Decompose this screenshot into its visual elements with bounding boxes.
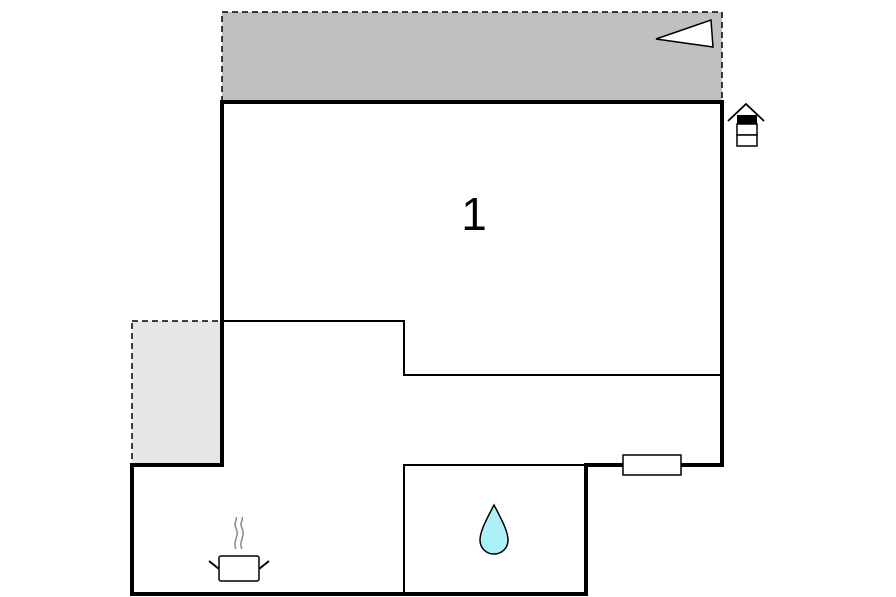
water-drop-icon: [479, 503, 509, 555]
room-number-label: 1: [461, 188, 487, 240]
radiator-icon: [622, 454, 682, 476]
entrance-house-icon: [727, 102, 765, 147]
cooking-pot-icon: [208, 516, 270, 582]
partition-wall-bathroom: [403, 464, 586, 594]
terrace-area: [221, 11, 723, 103]
partition-wall-room-1: [222, 320, 722, 376]
outer-walls: [130, 100, 724, 596]
compass-north-icon: [655, 18, 714, 48]
balcony-area: [131, 320, 223, 466]
apartment-floor: [132, 102, 722, 594]
